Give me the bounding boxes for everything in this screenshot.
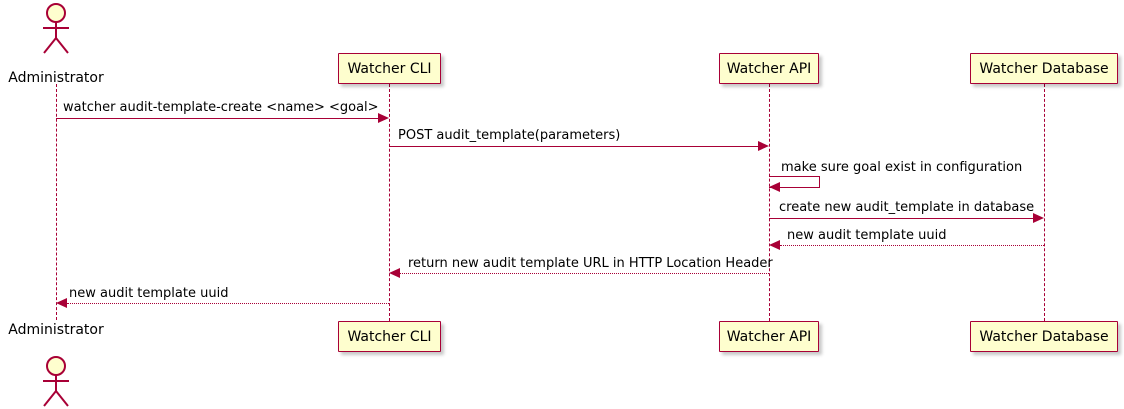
message-label-3: make sure goal exist in configuration (781, 160, 1023, 175)
message-label-7: new audit template uuid (69, 286, 229, 301)
message-arrowhead-7 (56, 298, 67, 308)
participant-box-watcher-api-bottom[interactable]: Watcher API (719, 321, 819, 352)
message-label-2: POST audit_template(parameters) (398, 128, 621, 143)
message-line-1 (56, 118, 378, 119)
message-selfloop-3 (769, 176, 820, 188)
message-arrowhead-3 (769, 182, 780, 192)
actor-administrator-bottom-label: Administrator (8, 322, 104, 338)
message-line-2 (389, 146, 758, 147)
participant-box-watcher-database-bottom[interactable]: Watcher Database (970, 321, 1118, 352)
actor-administrator-top-icon (38, 2, 74, 54)
lifeline-watcher-database (1044, 84, 1045, 321)
participant-box-watcher-database-top[interactable]: Watcher Database (970, 53, 1118, 84)
lifeline-administrator (56, 84, 57, 320)
message-line-7 (67, 303, 389, 304)
participant-box-watcher-cli-bottom[interactable]: Watcher CLI (338, 321, 441, 352)
participant-box-watcher-api-top[interactable]: Watcher API (719, 53, 819, 84)
message-arrowhead-4 (1033, 213, 1044, 223)
message-line-5 (780, 245, 1044, 246)
message-line-6 (400, 273, 769, 274)
participant-box-watcher-cli-top[interactable]: Watcher CLI (338, 53, 441, 84)
actor-administrator-bottom-icon (38, 355, 74, 407)
message-label-4: create new audit_template in database (779, 200, 1035, 215)
actor-administrator-top-label: Administrator (8, 70, 104, 86)
message-label-5: new audit template uuid (787, 228, 947, 243)
message-line-4 (769, 218, 1033, 219)
lifeline-watcher-api (769, 84, 770, 321)
message-arrowhead-2 (758, 141, 769, 151)
message-label-1: watcher audit-template-create <name> <go… (63, 100, 379, 115)
message-arrowhead-5 (769, 240, 780, 250)
message-label-6: return new audit template URL in HTTP Lo… (408, 256, 773, 271)
lifeline-watcher-cli (389, 84, 390, 321)
message-arrowhead-1 (378, 113, 389, 123)
message-arrowhead-6 (389, 268, 400, 278)
